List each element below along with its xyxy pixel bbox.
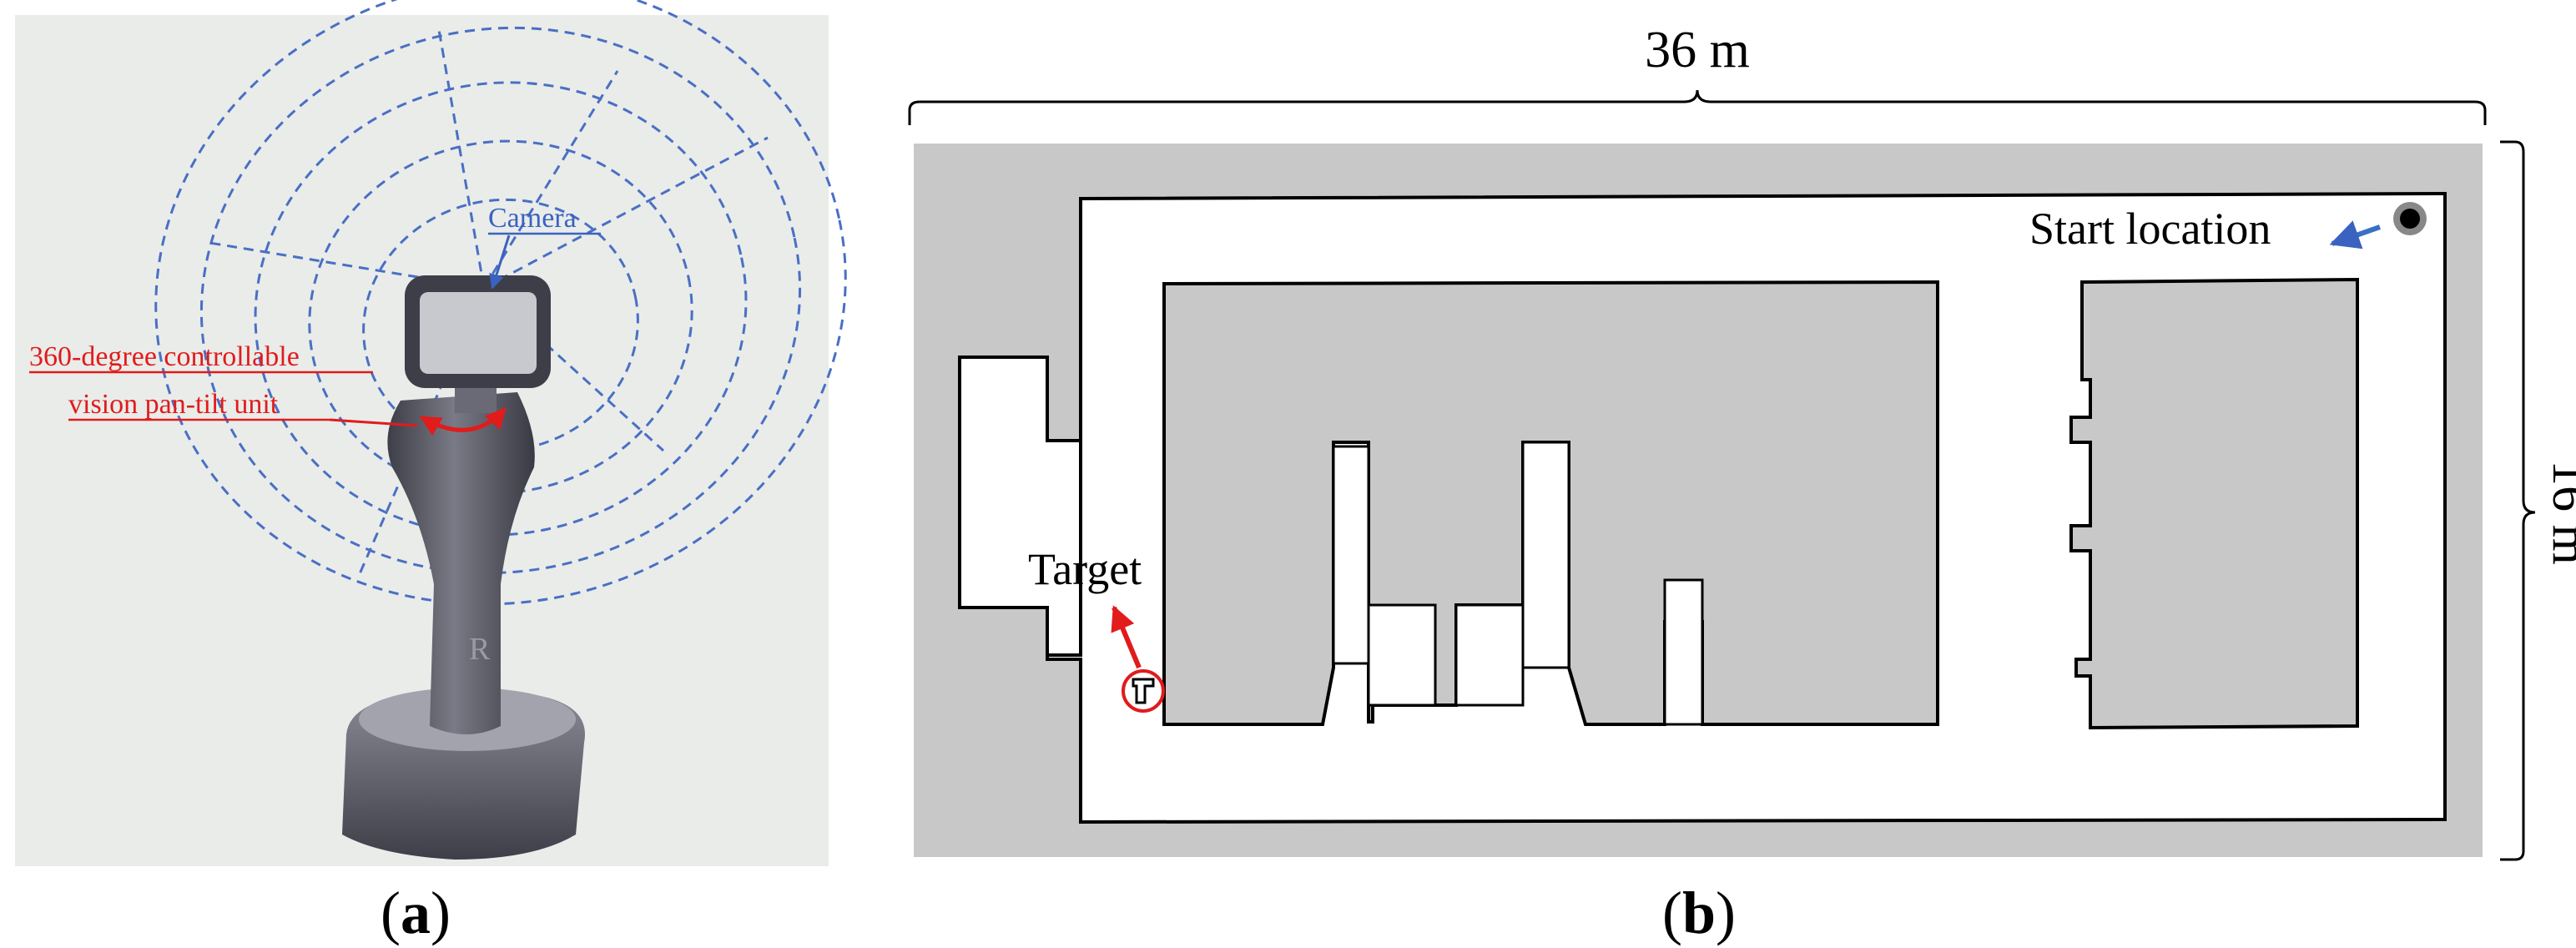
view-line-2 [483,136,769,290]
target-label: Target [1028,544,1142,594]
panel-a: R Camera 360-degree controllable vision … [15,0,847,946]
start-location-label: Start location [2029,204,2271,254]
start-marker [2393,202,2427,235]
robot: R [342,275,585,860]
right-block [2069,277,2359,730]
inner-channel-2 [1367,603,1437,707]
target-object [1132,678,1155,704]
caption-b-letter: b [1682,880,1716,946]
pan-tilt-label-line-2: vision pan-tilt unit [68,389,279,420]
height-label: 16 m [2542,460,2576,565]
robot-body [387,392,535,734]
caption-a-close: ) [431,880,451,946]
inner-channel-1 [1332,445,1370,665]
robot-logo: R [469,632,491,667]
pan-tilt-rotation-arrows [419,407,507,436]
start-arrow [2329,220,2381,250]
range-ring-3 [254,81,748,537]
target-marker [1122,669,1165,713]
range-ring-2 [308,139,693,495]
view-line-6 [482,70,619,289]
panel-b: 36 m 16 m Start locatio [908,22,2576,946]
view-line-3 [204,240,485,290]
inner-channel-4 [1521,441,1570,669]
caption-b-open: ( [1662,880,1682,946]
inner-channel-3 [1454,603,1525,707]
caption-a-letter: a [401,880,431,946]
inner-channel-5 [1663,578,1704,726]
caption-a-open: ( [381,880,401,946]
camera-label: Camera [488,203,577,234]
caption-b-close: ) [1716,880,1736,946]
pan-tilt-pointer [329,418,418,427]
target-marker-ring [1122,669,1165,713]
width-label: 36 m [1645,22,1750,78]
pan-tilt-label-line-1: 360-degree controllable [29,341,300,372]
target-arrow [1111,605,1142,669]
caption-a: (a) [381,880,451,946]
width-dimension-brace [908,89,2487,125]
height-dimension-brace [2500,140,2536,861]
range-ring-5 [154,0,847,606]
floor-map [914,144,2483,857]
robot-screen [420,292,537,374]
range-ring-4 [199,26,802,575]
camera-range-rings [154,0,847,606]
view-line-1 [436,24,486,289]
start-marker-inner [2400,209,2420,229]
camera-pointer [489,234,511,290]
left-alcove [958,356,1082,657]
caption-b: (b) [1662,880,1736,946]
